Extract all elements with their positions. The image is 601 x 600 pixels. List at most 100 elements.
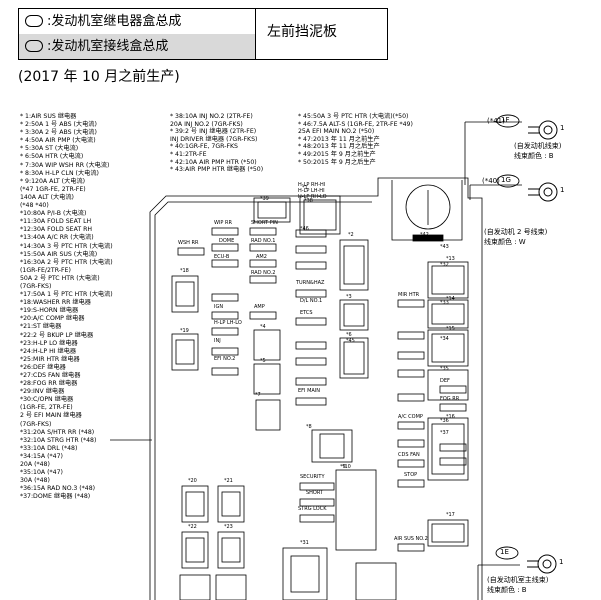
callout-number: *31	[300, 540, 309, 546]
callout-number: *5	[260, 358, 266, 364]
legend-line: *20:A/C COMP 继电器	[20, 315, 85, 323]
fuse-label-h-lp-rh-lo: H-LP RH-LO	[298, 194, 327, 200]
fuse-label-security: SECURITY	[300, 474, 325, 480]
callout-number: *37	[440, 430, 449, 436]
connector-oval-grey-icon	[25, 39, 43, 52]
legend-line: 30A (*48)	[20, 477, 50, 485]
legend-line: *34:15A (*47)	[20, 452, 63, 460]
legend-line: *30:C/OPN 继电器	[20, 396, 74, 404]
box-outline	[149, 177, 483, 600]
callout-number: *15	[446, 326, 455, 332]
fuse-label-air-sus-no2: AIR SUS NO.2	[394, 536, 428, 542]
legend-line: 25A EFI MAIN NO.2 (*50)	[298, 128, 375, 136]
fuse-label-turn-haz: TURN&HAZ	[296, 280, 325, 286]
header-table: :发动机室继电器盒总成 :发动机室接线盒总成 左前挡泥板	[18, 8, 388, 60]
callout-number: *16	[446, 414, 455, 420]
legend-line: * 3:30A 2 号 ABS (大电流)	[20, 129, 97, 137]
ring-terminal-1e-icon	[537, 554, 557, 574]
callout-number: *33	[440, 300, 449, 306]
callout-number: *13	[446, 256, 455, 262]
fuse-label-etcs: ETCS	[300, 310, 313, 316]
fuse-label-fog-rr: FOG RR	[440, 396, 460, 402]
legend-line: * 6:50A HTR (大电流)	[20, 153, 84, 161]
ring-terminal-1f-icon	[538, 120, 558, 140]
legend-line: *25:MIR HTR 继电器	[20, 355, 80, 363]
legend-line: * 45:50A 3 号 PTC HTR (大电流)(*50)	[298, 113, 409, 120]
production-note: (2017 年 10 月之前生产)	[18, 69, 180, 85]
legend-line: * 42:10A AIR PMP HTR (*50)	[170, 158, 257, 166]
legend-line: * 40:1GR-FE, 7GR-FKS	[170, 143, 238, 151]
callout-number: *35	[440, 366, 449, 372]
legend-line: *21:ST 继电器	[20, 323, 62, 331]
fuse-label-short2: SHORT	[306, 490, 324, 496]
connector-1f-tag: (*41)	[487, 117, 505, 126]
legend-line: *26:DEF 继电器	[20, 363, 66, 371]
fuse-label-inj: INJ	[214, 338, 221, 344]
fuse-label-h-lp-rh-hi: H-LP RH-HI	[298, 182, 326, 188]
callout-number: *38	[304, 198, 313, 204]
legend-line: * 1:AIR SUS 继电器	[20, 113, 77, 120]
callout-number: *22	[188, 524, 197, 530]
legend-line: *19:S-HORN 继电器	[20, 307, 79, 315]
legend-line: *31:20A S/HTR RR (*48)	[20, 428, 95, 436]
connector-1g-desc: (自发动机 2 号线束)	[484, 228, 548, 236]
callout-number: *2	[348, 232, 354, 238]
fuse-label-efi-no2: EFI NO.2	[214, 356, 236, 362]
legend-line: * 47:2013 年 11 月之前生产	[298, 135, 380, 143]
callout-number: *45	[346, 338, 355, 344]
legend-line: 140A ALT (大电流)	[20, 193, 74, 201]
ring-terminal-1g-icon	[538, 182, 558, 202]
fuse-label-ac-comp: A/C COMP	[398, 414, 423, 420]
legend-line: *16:30A 2 号 PTC HTR (大电流)	[20, 258, 113, 266]
legend-line: 20A INJ NO.2 (7GR-FKS)	[170, 120, 243, 128]
legend-line: *14:30A 3 号 PTC HTR (大电流)	[20, 242, 113, 250]
legend-line: * 9:120A ALT (大电流)	[20, 177, 86, 185]
legend-line: (*48 *40)	[20, 202, 49, 210]
fuse-label-ecu-b: ECU-B	[214, 254, 230, 260]
legend-line: *18:WASHER RR 继电器	[20, 299, 91, 307]
legend-line: *36:15A RAD NO.3 (*48)	[20, 485, 96, 493]
connector-1f-desc: (自发动机线束)	[514, 142, 562, 150]
fuse-label-mir-htr: MIR HTR	[398, 292, 420, 298]
connector-1e-pin: 1	[559, 558, 564, 566]
legend-line: *29:INV 继电器	[20, 388, 65, 396]
legend-line: *11:30A FOLD SEAT LH	[20, 218, 92, 226]
legend-line: *22:2 号 BKUP LP 继电器	[20, 331, 94, 339]
callout-number: *3	[346, 294, 352, 300]
legend-line: * 50:2015 年 9 月之后生产	[298, 158, 376, 166]
callout-number: *4	[260, 324, 266, 330]
legend-line: *10:80A P/I-B (大电流)	[20, 210, 87, 218]
legend-line: * 41:2TR-FE	[170, 150, 207, 158]
fuse-label-amp: AMP	[254, 304, 265, 310]
legend-line: * 4:50A AIR PMP (大电流)	[20, 137, 96, 145]
fuse-label-rad-no1: RAD NO.1	[251, 238, 276, 244]
callout-number: *32	[440, 262, 449, 268]
callout-number: *20	[188, 478, 197, 484]
junction-box-label: :发动机室接线盒总成	[47, 39, 169, 54]
legend-line: *15:50A AIR SUS (大电流)	[20, 250, 98, 258]
legend-column-1: * 1:AIR SUS 继电器* 2:50A 1 号 ABS (大电流)* 3:…	[20, 113, 113, 502]
legend-line: * 46:7.5A ALT-S (1GR-FE, 2TR-FE *49)	[298, 120, 413, 128]
legend-column-2: * 38:10A INJ NO.2 (2TR-FE) 20A INJ NO.2 …	[170, 113, 263, 174]
connector-1g-code: 1G	[501, 176, 511, 184]
fuse-label-cds-fan: CDS FAN	[398, 452, 420, 458]
connector-1g-pre: (*40)	[482, 177, 500, 185]
fuse-label-h-lp-lh-hi: H-LP LH-HI	[298, 188, 325, 194]
legend-line: * 7:30A WIP WSH RR (大电流)	[20, 161, 110, 169]
fuse-label-efi-main: EFI MAIN	[298, 388, 321, 394]
stud-circle	[405, 184, 451, 230]
connector-1f-color: 线束颜色 : B	[514, 152, 554, 160]
callout-number: *36	[440, 418, 449, 424]
callout-number: *8	[306, 424, 312, 430]
callout-number: *34	[440, 336, 449, 342]
legend-line: *35:10A (*47)	[20, 469, 63, 477]
connector-oval-white-icon	[25, 14, 43, 27]
fuse-label-stop: STOP	[404, 472, 418, 478]
connector-1g-color: 线束颜色 : W	[484, 238, 526, 246]
callout-number: *9	[340, 464, 346, 470]
callout-number: *46	[300, 226, 309, 232]
legend-line: (1GR-FE, 2TR-FE)	[20, 404, 73, 412]
legend-line: * 8:30A H-LP CLN (大电流)	[20, 169, 99, 177]
fuse-label-strg-lock: STRG LOCK	[298, 506, 327, 512]
